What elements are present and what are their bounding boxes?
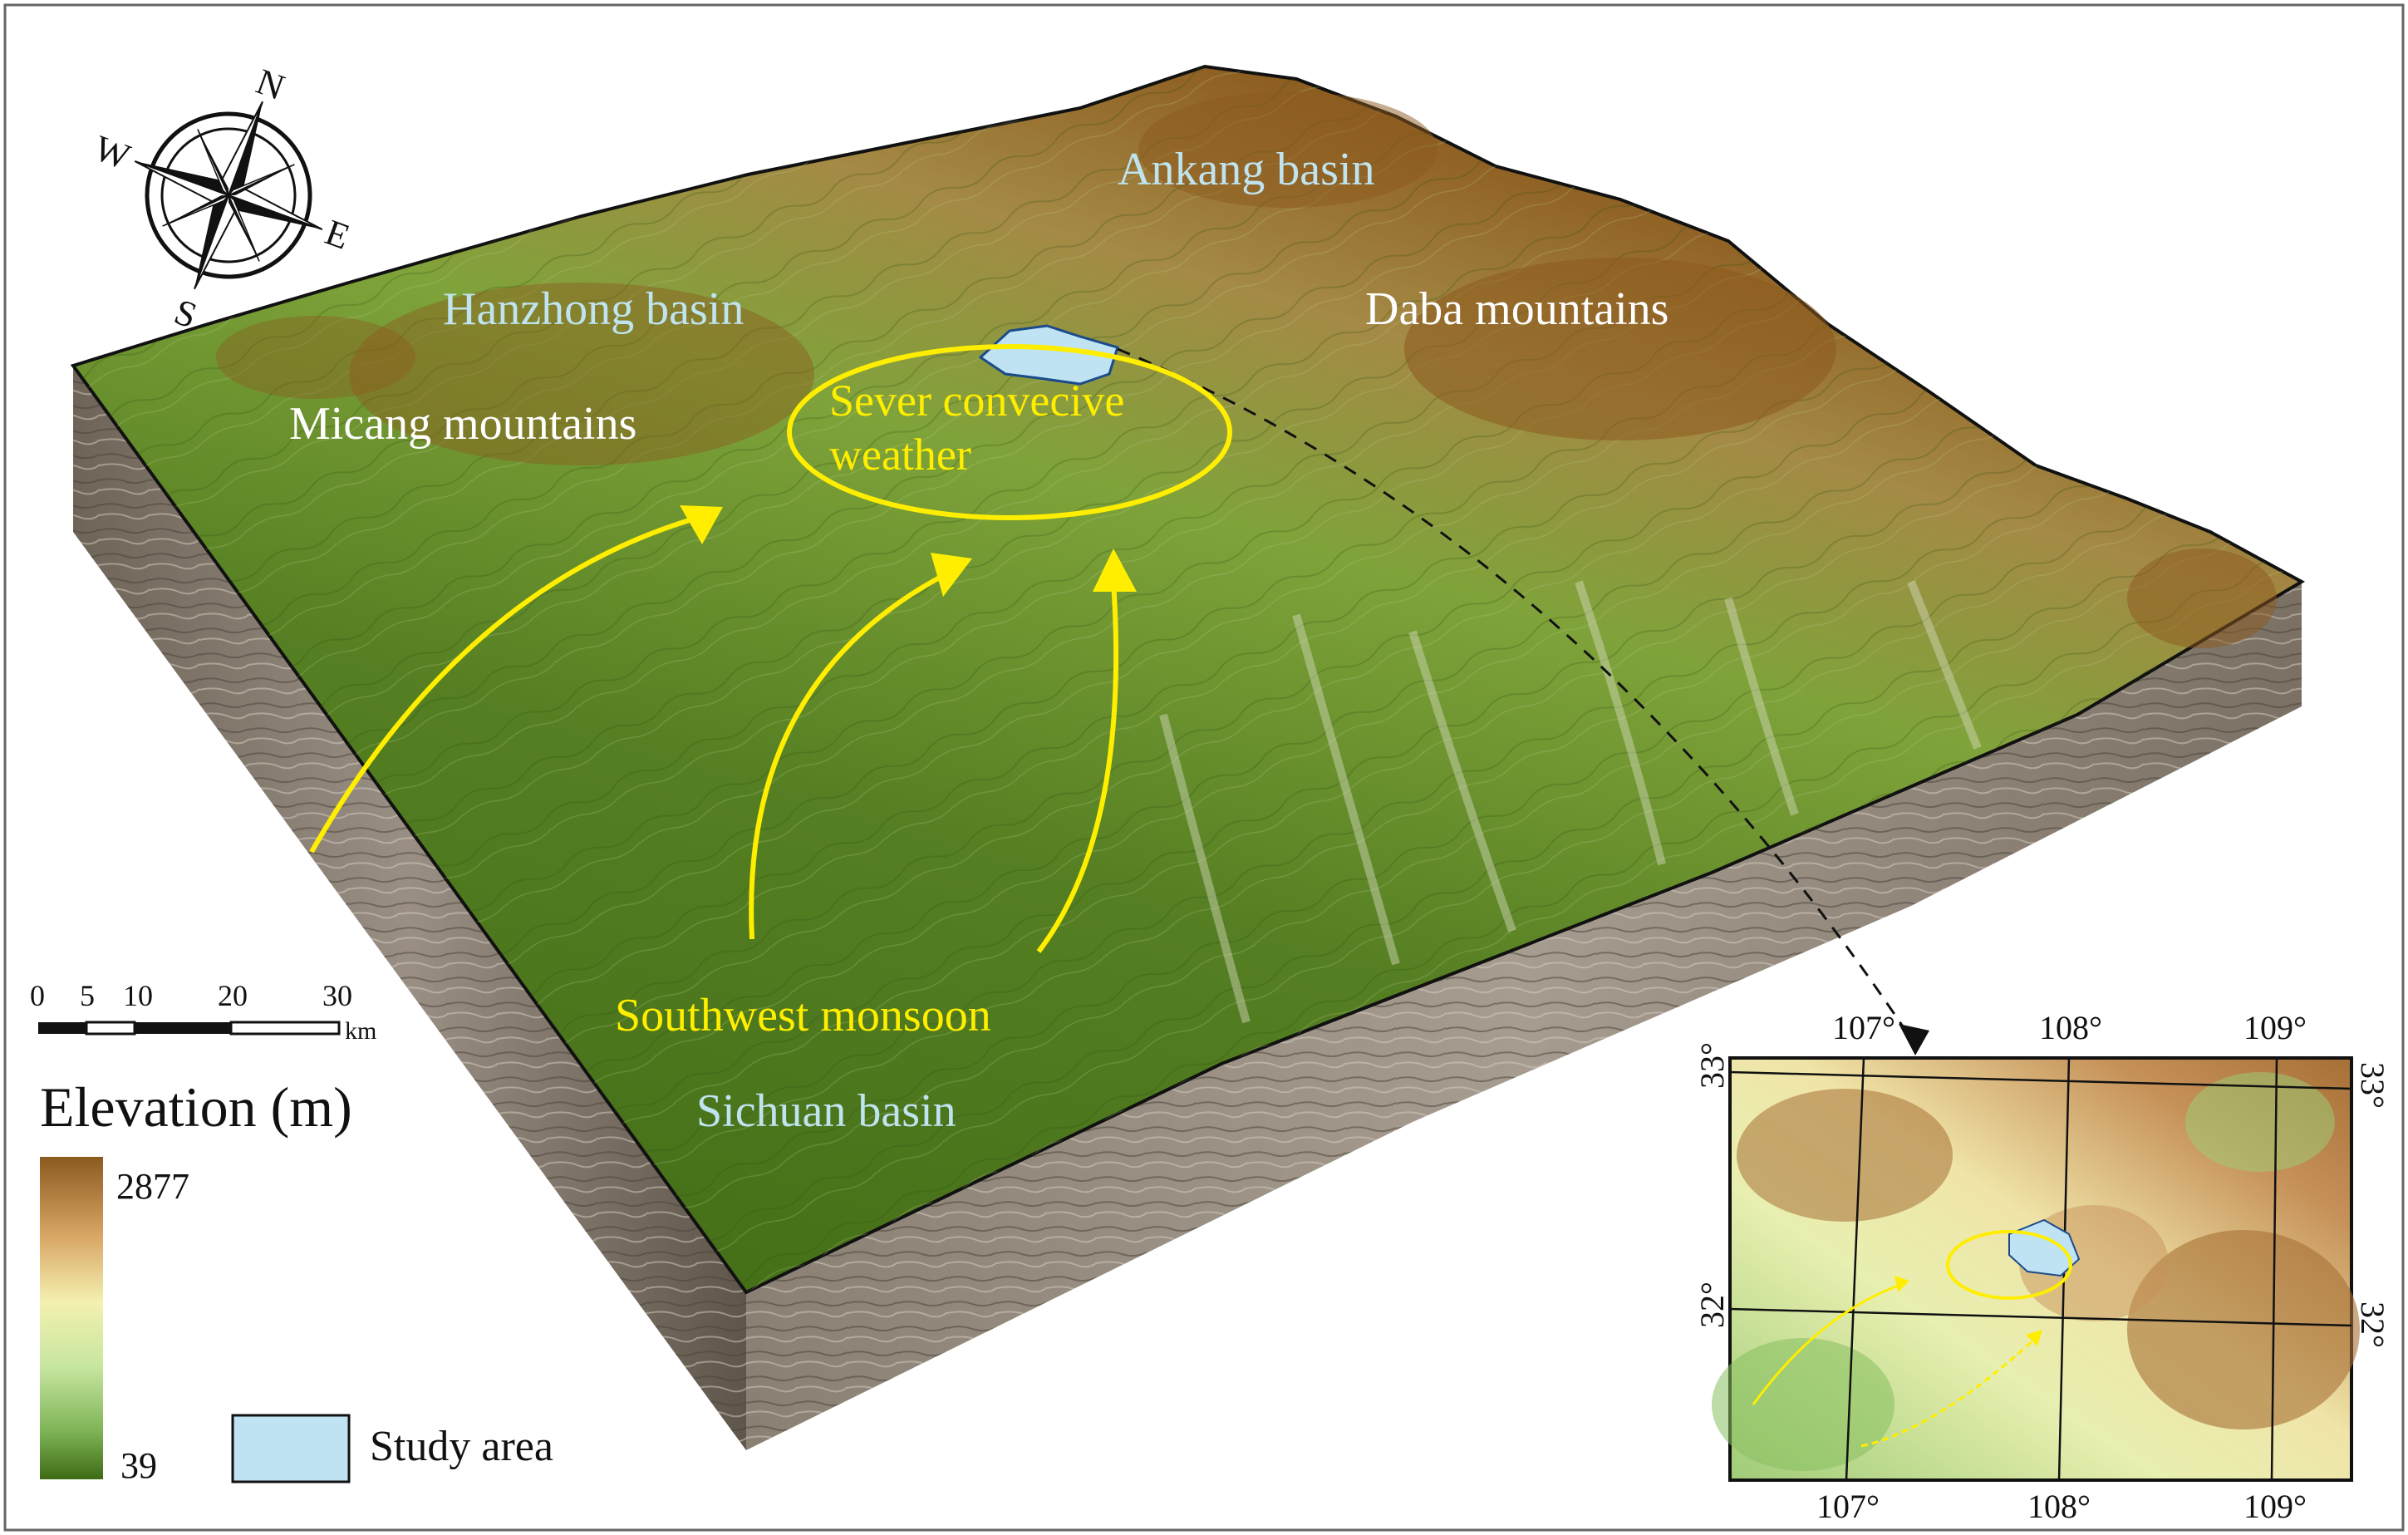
leader-arrowhead	[1899, 1024, 1929, 1055]
inset-left-lat-32: 32°	[1693, 1282, 1731, 1328]
scale-tick-0: 0	[30, 979, 45, 1012]
compass-n: N	[251, 61, 290, 108]
inset-top-lon-108: 108°	[2039, 1009, 2102, 1046]
study-area-3d	[978, 324, 1119, 386]
scale-tick-5: 5	[80, 979, 95, 1012]
label-hanzhong-basin: Hanzhong basin	[443, 283, 744, 335]
scale-tick-10: 10	[123, 979, 153, 1012]
elevation-colorbar	[40, 1157, 103, 1479]
leader-line	[1117, 347, 1913, 1040]
compass-w: W	[89, 127, 135, 177]
legend-title: Elevation (m)	[40, 1075, 352, 1139]
label-convective-line2: weather	[829, 430, 971, 480]
legend-max: 2877	[116, 1166, 189, 1207]
elevation-legend: Elevation (m) 2877 39 Study area	[40, 1075, 553, 1486]
terrain-block	[70, 64, 2306, 1450]
compass-e: E	[320, 212, 355, 258]
figure-frame	[3, 3, 2405, 1532]
monsoon-arrows	[309, 505, 1137, 953]
legend-min: 39	[120, 1445, 157, 1486]
inset-right-lat-32: 32°	[2354, 1301, 2391, 1348]
ridge-streaks	[1159, 580, 1982, 1024]
label-southwest-monsoon: Southwest monsoon	[615, 990, 991, 1041]
scale-bar: 0 5 10 20 30 km	[30, 979, 376, 1045]
daba-mountains-relief	[1404, 258, 1836, 440]
monsoon-arrow-right	[1036, 581, 1119, 953]
label-micang-mountains: Micang mountains	[289, 398, 636, 450]
inset-left-lat-33: 33°	[1693, 1042, 1731, 1089]
scale-unit: km	[345, 1017, 376, 1045]
inset-top-lon-109: 109°	[2243, 1009, 2307, 1046]
inset-arrow-1	[1752, 1282, 1904, 1405]
monsoon-arrow-left	[309, 513, 707, 854]
convective-ellipse	[787, 344, 1232, 520]
inset-arrow-2	[1860, 1336, 2037, 1448]
label-sichuan-basin: Sichuan basin	[696, 1085, 956, 1137]
inset-bottom-lon-108: 108°	[2027, 1488, 2091, 1525]
study-area-swatch	[231, 1414, 351, 1483]
inset-top-lon-107: 107°	[1832, 1009, 1895, 1046]
micang-mountains-relief	[349, 283, 814, 465]
scale-tick-20: 20	[218, 979, 248, 1012]
inset-bottom-lon-107: 107°	[1816, 1488, 1880, 1525]
inset-right-lat-33: 33°	[2354, 1062, 2391, 1109]
label-ankang-basin: Ankang basin	[1118, 144, 1375, 195]
scale-tick-30: 30	[322, 979, 352, 1012]
monsoon-arrow-middle	[749, 571, 949, 940]
legend-study-area: Study area	[370, 1423, 553, 1470]
inset-map: 107° 108° 109° 107° 108° 109° 33° 32° 33…	[1693, 1009, 2391, 1525]
label-convective-line1: Sever convecive	[829, 376, 1124, 426]
inset-bottom-lon-109: 109°	[2243, 1488, 2307, 1525]
convective-ellipse-inset	[1946, 1230, 2072, 1300]
label-daba-mountains: Daba mountains	[1365, 283, 1668, 335]
compass-star-icon	[134, 101, 323, 290]
